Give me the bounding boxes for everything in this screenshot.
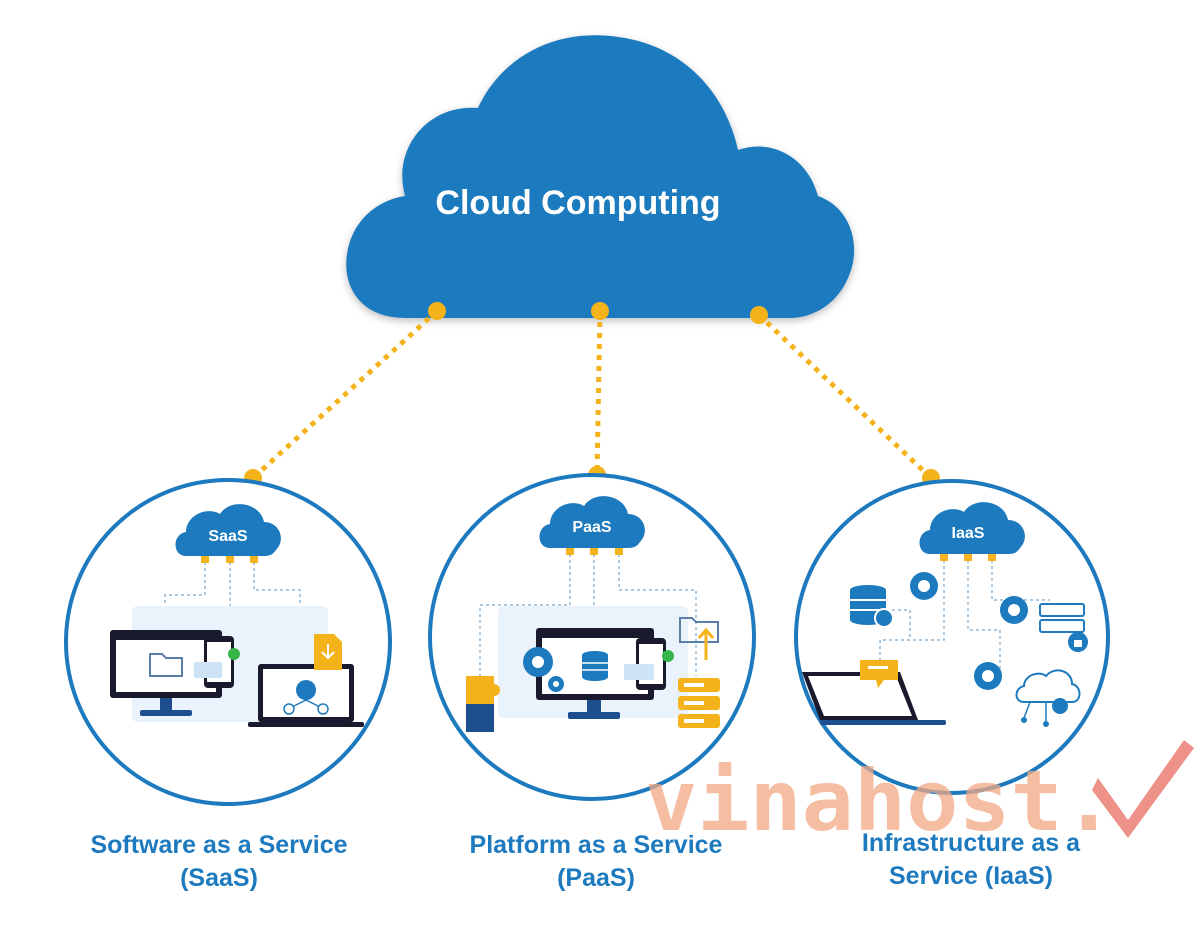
connector-saas xyxy=(251,309,439,480)
database-icon xyxy=(582,651,608,681)
watermark-check-icon xyxy=(1092,740,1194,838)
download-file-icon xyxy=(314,634,342,670)
connector-dot xyxy=(428,302,446,320)
check-icon xyxy=(662,650,674,662)
saas-node: SaaS xyxy=(64,478,392,806)
cloud-icon xyxy=(539,496,645,548)
connector-paas xyxy=(594,310,603,476)
cloud-network-icon xyxy=(1015,669,1081,727)
folder-icon xyxy=(149,653,183,677)
iaas-cloud-label: IaaS xyxy=(952,525,985,542)
cloud-icon xyxy=(919,502,1025,554)
saas-cloud-label: SaaS xyxy=(208,528,247,545)
main-cloud: Cloud Computing xyxy=(346,35,855,318)
server-lock-icon xyxy=(1039,603,1088,652)
iaas-label-line2: Service (IaaS) xyxy=(889,862,1053,890)
main-cloud-label: Cloud Computing xyxy=(435,184,720,222)
watermark-text: vinahost. xyxy=(645,752,1115,850)
gear-icon xyxy=(910,572,1028,690)
saas-label-line2: (SaaS) xyxy=(180,864,258,892)
phone-icon xyxy=(194,636,234,688)
puzzle-icon xyxy=(466,676,500,732)
saas-ports xyxy=(201,556,258,563)
database-icon xyxy=(850,585,894,628)
main-cloud-shape xyxy=(346,35,855,318)
iaas-label-line1: Infrastructure as a xyxy=(862,829,1081,857)
cloud-icon xyxy=(175,504,281,556)
paas-node: PaaS xyxy=(428,473,756,801)
service-labels: Software as a Service (SaaS) Platform as… xyxy=(90,829,1081,892)
iaas-wires xyxy=(879,560,1050,680)
phone-icon xyxy=(624,638,666,690)
chat-icon xyxy=(860,660,898,688)
folder-upload-icon xyxy=(679,617,719,660)
gear-icon xyxy=(523,647,564,692)
saas-label-line1: Software as a Service xyxy=(90,831,347,859)
connector-dot xyxy=(750,306,768,324)
monitor-icon xyxy=(110,630,222,716)
iaas-node: IaaS xyxy=(794,479,1110,795)
laptop-icon xyxy=(802,672,946,725)
paas-label-line2: (PaaS) xyxy=(557,864,635,892)
paas-ports xyxy=(566,548,623,555)
server-stack-icon xyxy=(678,678,720,728)
paas-cloud-label: PaaS xyxy=(572,519,611,536)
connector-iaas xyxy=(757,313,933,480)
connectors xyxy=(251,309,933,480)
iaas-ports xyxy=(940,554,996,561)
user-network-icon xyxy=(283,680,329,715)
watermark: vinahost. xyxy=(645,740,1194,850)
paas-label-line1: Platform as a Service xyxy=(470,831,723,859)
check-icon xyxy=(228,648,240,660)
connector-dot xyxy=(591,302,609,320)
